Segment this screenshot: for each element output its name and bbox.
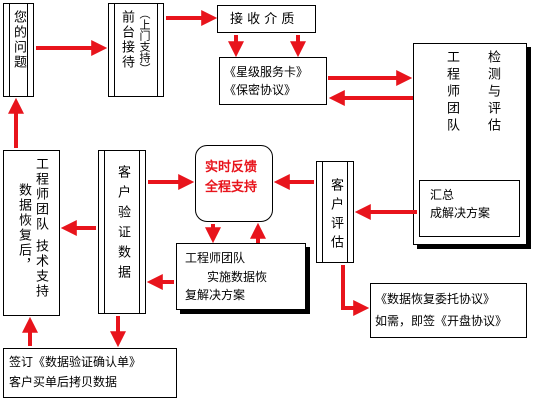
sign-line-2: 客户买单后拷贝数据: [9, 375, 118, 389]
your-problem-box: 您的问题: [3, 3, 34, 97]
entrust-agreement-box: 《数据恢复委托协议》 如需，即签《开盘协议》: [370, 283, 527, 338]
service-card-label: 《星级服务卡》: [224, 65, 309, 79]
realtime-feedback-line-2: 全程支持: [205, 180, 258, 195]
realtime-feedback-line-1: 实时反馈: [205, 160, 258, 175]
receive-media-box: 接 收 介 质: [217, 5, 316, 33]
customer-verify-box: 客户验证数据: [98, 150, 146, 314]
tech-support-col-1: 工程师团队: [33, 157, 48, 232]
arrow-assess-to-entrust: [341, 265, 370, 316]
confidentiality-label: 《保密协议》: [224, 83, 297, 97]
implement-solution-box: 工程师团队 实施数据恢 复解决方案: [176, 243, 306, 310]
front-desk-sub-label: （上门支持）: [138, 8, 151, 74]
implement-line-3: 复解决方案: [185, 288, 246, 302]
service-agreement-box: 《星级服务卡》 《保密协议》: [219, 57, 327, 105]
summary-box: 汇总 成解决方案: [419, 180, 520, 237]
implement-line-2: 实施数据恢: [207, 270, 268, 284]
tech-support-col-3: 数据恢复后，: [16, 183, 31, 273]
realtime-feedback-box: 实时反馈 全程支持: [195, 145, 273, 222]
receive-media-label: 接 收 介 质: [230, 12, 295, 27]
your-problem-label: 您的问题: [11, 10, 26, 70]
detect-assess-label: 检测与评估: [485, 50, 500, 135]
entrust-line-1: 《数据恢复委托协议》: [375, 292, 496, 306]
implement-line-1: 工程师团队: [185, 251, 246, 265]
front-desk-label: 前台接待: [119, 10, 134, 70]
entrust-line-2: 如需，即签《开盘协议》: [375, 314, 508, 328]
tech-support-col-2: 技术支持: [33, 239, 48, 299]
front-desk-box: 前台接待 （上门支持）: [108, 3, 164, 97]
sign-line-1: 签订《数据验证确认单》: [9, 355, 142, 369]
customer-assess-label: 客户评估: [328, 178, 343, 254]
summary-line-1: 汇总: [430, 188, 455, 202]
summary-line-2: 成解决方案: [430, 206, 491, 220]
customer-verify-label: 客户验证数据: [115, 165, 130, 285]
customer-assess-box: 客户评估: [316, 161, 354, 263]
tech-support-box: 工程师团队 技术支持 数据恢复后，: [3, 150, 60, 316]
sign-confirmation-box: 签订《数据验证确认单》 客户买单后拷贝数据: [3, 348, 177, 398]
engineer-team-title: 工程师团队: [444, 50, 459, 135]
